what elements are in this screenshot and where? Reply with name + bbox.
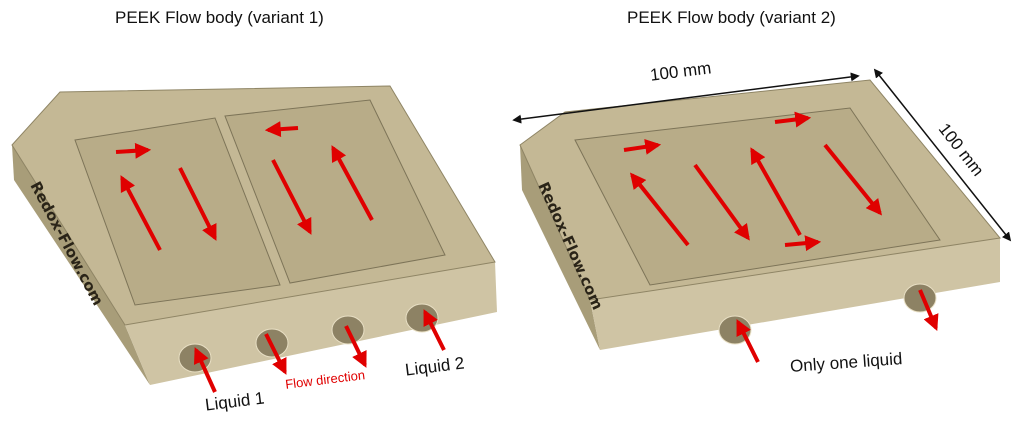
dimension-line-width bbox=[512, 72, 860, 124]
flow-body-variant-2: Redox-Flow.com bbox=[512, 68, 1012, 363]
left-side-face bbox=[520, 145, 600, 350]
flow-arrows bbox=[623, 111, 939, 363]
dimension-line-depth bbox=[873, 68, 1012, 242]
variant-2-title: PEEK Flow body (variant 2) bbox=[627, 8, 836, 27]
front-side-face bbox=[590, 238, 1000, 350]
flow-field-left bbox=[74, 117, 281, 306]
flow-body-variant-1: Redox-Flow.com bbox=[11, 85, 497, 393]
flow-field-right bbox=[224, 99, 446, 284]
flow-arrows bbox=[115, 121, 446, 393]
variant-1-title: PEEK Flow body (variant 1) bbox=[115, 8, 324, 27]
front-side-face bbox=[125, 262, 497, 385]
left-side-face bbox=[12, 145, 150, 385]
